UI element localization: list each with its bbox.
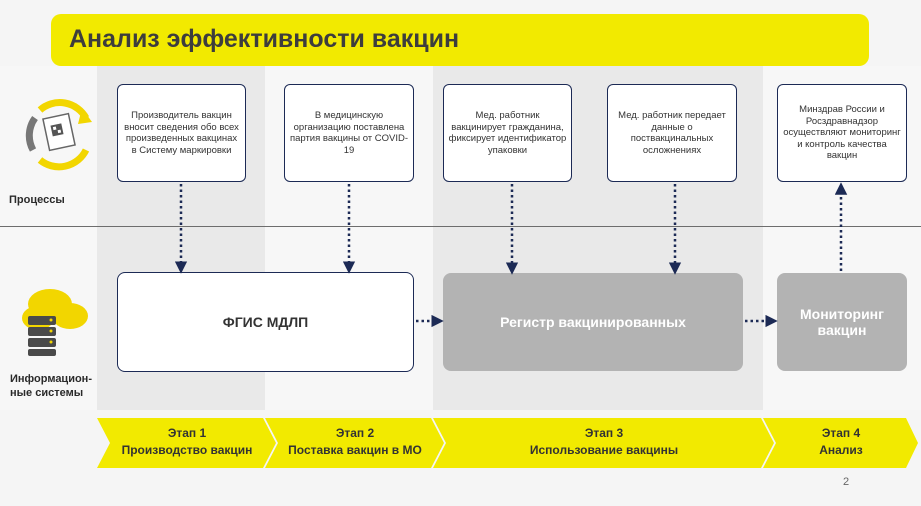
stage-chevron-1 — [97, 418, 276, 468]
system-fgis-mdlp: ФГИС МДЛП — [117, 272, 414, 372]
process-card-text: Мед. работник вакцинирует гражданина, фи… — [448, 110, 567, 156]
system-label: Регистр вакцинированных — [500, 314, 686, 330]
process-card-vaccination: Мед. работник вакцинирует гражданина, фи… — [443, 84, 572, 182]
process-card-side-effects: Мед. работник передает данные о поствакц… — [607, 84, 737, 182]
page-title: Анализ эффективности вакцин — [69, 25, 460, 53]
stage-name: Использование вакцины — [529, 443, 679, 457]
stage-label-2: Этап 2 Поставка вакцин в МО — [272, 425, 438, 459]
stage-chevron-4 — [763, 418, 918, 468]
stage-label-4: Этап 4 Анализ — [770, 425, 912, 459]
process-card-text: Мед. работник передает данные о поствакц… — [618, 110, 726, 156]
system-label: ФГИС МДЛП — [222, 314, 309, 330]
stage-name: Поставка вакцин в МО — [288, 443, 422, 457]
process-card-delivery: В медицинскую организацию поставлена пар… — [284, 84, 414, 182]
stage-chevron-2 — [265, 418, 444, 468]
stage-number: Этап 1 — [167, 426, 207, 440]
stage-label-1: Этап 1 Производство вакцин — [104, 425, 270, 459]
process-card-manufacturer: Производитель вакцин вносит сведения обо… — [117, 84, 246, 182]
stage-label-3: Этап 3 Использование вакцины — [440, 425, 768, 459]
stage-number: Этап 4 — [821, 426, 861, 440]
system-vaccination-register: Регистр вакцинированных — [443, 273, 743, 371]
row-divider — [0, 226, 921, 227]
stage-number: Этап 2 — [335, 426, 375, 440]
page-number: 2 — [843, 476, 850, 488]
stage-name: Производство вакцин — [121, 443, 253, 457]
process-card-text: В медицинскую организацию поставлена пар… — [289, 110, 409, 156]
title-banner: Анализ эффективности вакцин — [51, 14, 869, 66]
row-label-systems: Информацион- ные системы — [10, 373, 92, 399]
system-label: Мониторинг вакцин — [800, 306, 884, 338]
stage-chevron-3 — [433, 418, 774, 468]
stage-name: Анализ — [819, 443, 863, 457]
system-vaccine-monitoring: Мониторинг вакцин — [777, 273, 907, 371]
row-label-processes: Процессы — [9, 194, 65, 206]
marking-cycle-icon — [25, 99, 92, 171]
cloud-server-icon — [22, 289, 88, 356]
process-card-text: Производитель вакцин вносит сведения обо… — [124, 110, 239, 156]
stage-number: Этап 3 — [584, 426, 624, 440]
process-card-monitoring: Минздрав России и Росздравнадзор осущест… — [777, 84, 907, 182]
process-card-text: Минздрав России и Росздравнадзор осущест… — [783, 104, 901, 162]
